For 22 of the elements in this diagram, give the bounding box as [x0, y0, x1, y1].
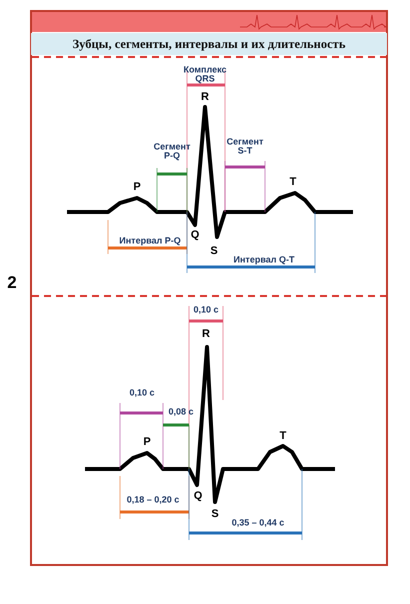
subtitle: Зубцы, сегменты, интервалы и их длительность	[31, 33, 387, 55]
wave-label: P	[133, 182, 141, 194]
dimension-label: Интервал Q-T	[234, 255, 294, 265]
dimension-label: 0,08 с	[168, 407, 194, 417]
wave-label: P	[143, 437, 151, 449]
figure-number: 2	[7, 274, 17, 292]
wave-label: T	[290, 177, 296, 189]
wave-label: S	[211, 509, 219, 521]
dimension-label: 0,10 с	[193, 305, 219, 315]
dimension-label: 0,18 – 0,20 с	[126, 495, 180, 505]
dimension-label: Комплекс QRS	[182, 66, 228, 84]
dimension-label: Сегмент P-Q	[152, 142, 192, 162]
dimension-label: Сегмент S-T	[226, 138, 264, 156]
wave-label: S	[210, 246, 218, 258]
dimension-label: 0,10 с	[129, 388, 155, 398]
wave-label: Q	[190, 230, 200, 242]
dimension-label: 0,35 – 0,44 с	[232, 518, 284, 528]
wave-label: T	[280, 431, 286, 443]
wave-label: Q	[194, 491, 202, 503]
wave-label: R	[201, 92, 209, 104]
dimension-label: Интервал P-Q	[119, 236, 181, 246]
wave-label: R	[202, 329, 210, 341]
